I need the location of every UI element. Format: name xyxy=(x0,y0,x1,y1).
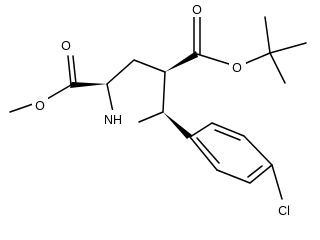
bond-ester-o-methyl xyxy=(9,103,34,113)
atom-label-o-left-carbonyl: O xyxy=(61,39,71,53)
chemical-structure: O O O O NH Cl xyxy=(9,3,307,218)
bond-tert-butyl-methyl-3 xyxy=(269,52,286,84)
atom-label-o-right-carbonyl: O xyxy=(192,3,202,17)
chlorophenyl-ring xyxy=(189,122,283,200)
bond-c2-c3 xyxy=(106,59,135,85)
bond-tert-butyl-methyl-2 xyxy=(269,42,307,54)
aromatic-bond-5 xyxy=(216,169,251,184)
atom-label-o-right-single: O xyxy=(232,61,242,75)
bond-tert-butyl-methyl-1 xyxy=(264,16,271,54)
atom-label-chlorine: Cl xyxy=(278,204,290,218)
atom-label-o-left-single: O xyxy=(35,99,45,113)
bond-c5-n1 xyxy=(138,111,164,123)
bond-n1-c2 xyxy=(106,83,114,113)
methyl-ester-group xyxy=(9,55,77,113)
aromatic-bond-1 xyxy=(189,122,213,138)
carbonyl-double-bond-left-a xyxy=(67,55,72,86)
aromatic-bond-4 xyxy=(249,164,273,184)
aromatic-inner-bond-2 xyxy=(247,165,263,178)
aromatic-inner-bond-3 xyxy=(196,137,220,164)
tert-butyl-ester-group xyxy=(193,16,307,84)
bond-carbonyl-ester-o-right xyxy=(196,53,230,65)
stereo-wedge-c2 xyxy=(70,82,107,88)
bond-carbonyl-ester-o-left xyxy=(46,84,72,100)
bond-aryl-chlorine xyxy=(271,164,283,200)
stereo-wedge-c4 xyxy=(165,51,198,72)
aromatic-bond-2 xyxy=(211,122,245,137)
bond-c3-c4 xyxy=(133,59,166,73)
aromatic-bond-3 xyxy=(243,135,273,166)
aromatic-inner-bond-1 xyxy=(214,129,241,141)
bond-ester-o-tert-carbon xyxy=(243,52,271,65)
carbonyl-double-bond-left-b xyxy=(72,55,77,85)
bond-c4-c5 xyxy=(162,71,166,113)
aromatic-bond-6 xyxy=(189,136,218,171)
pyrrolidine-ring xyxy=(106,59,166,123)
atom-label-ring-nitrogen: NH xyxy=(104,113,122,127)
stereo-wedge-c5 xyxy=(163,112,192,139)
